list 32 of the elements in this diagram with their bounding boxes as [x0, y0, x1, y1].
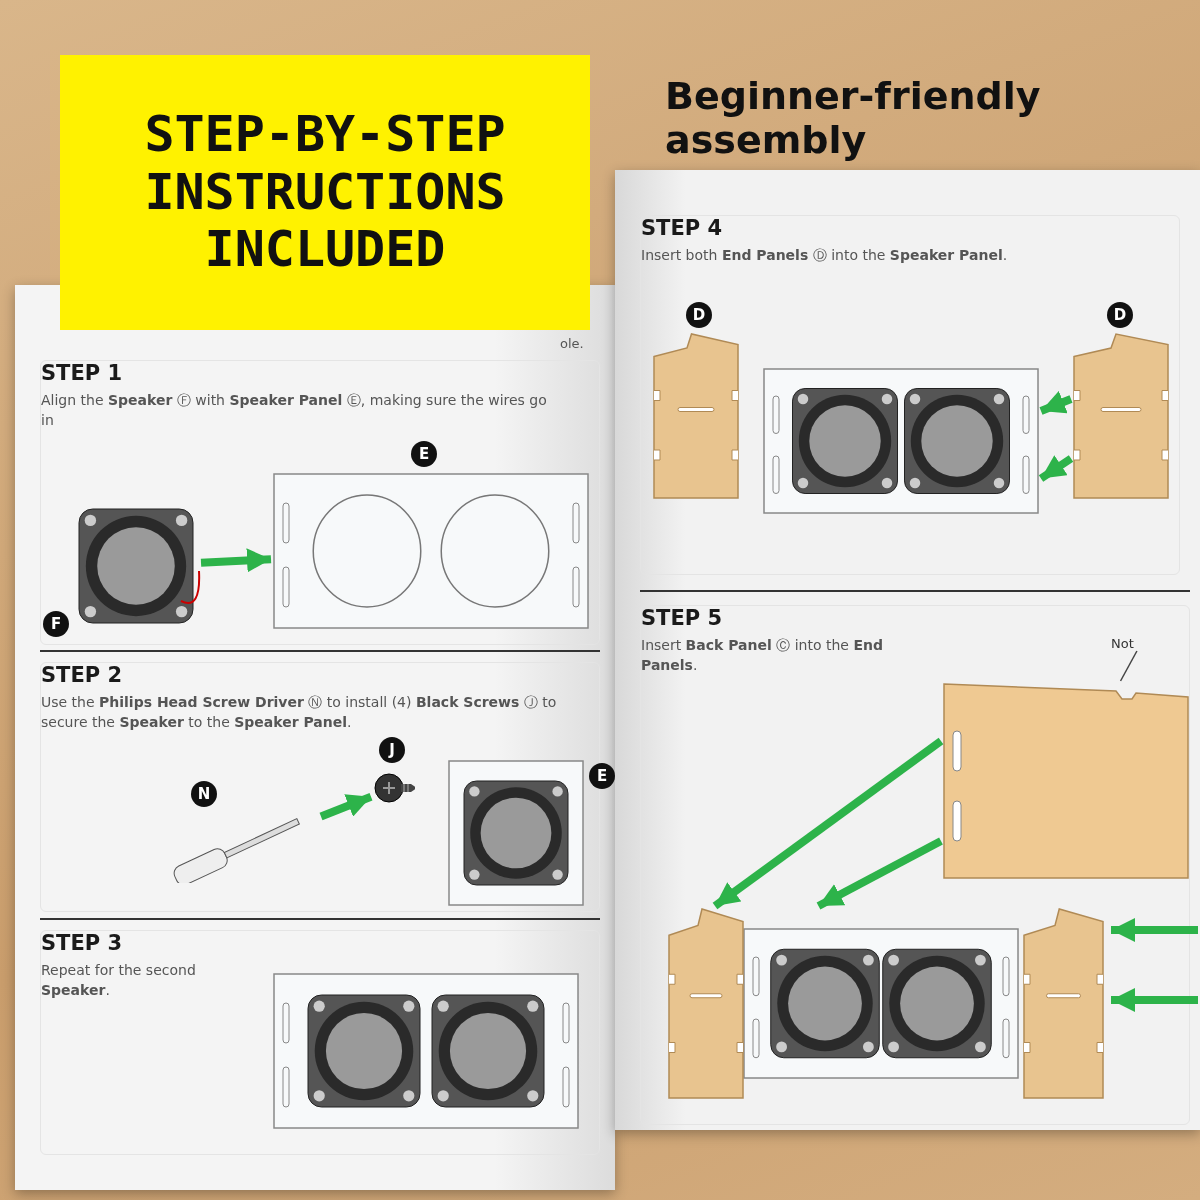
leader-line — [1119, 650, 1138, 682]
end-panel-drawing — [1071, 331, 1171, 501]
step-heading: STEP 4 — [641, 216, 724, 240]
arrow — [1039, 390, 1073, 415]
speaker-panel-drawing — [761, 366, 1041, 516]
instruction-text: ole. — [560, 336, 585, 351]
arrow — [200, 548, 272, 573]
back-panel-drawing — [941, 681, 1191, 881]
step-section — [40, 360, 600, 645]
speaker-panel-drawing — [446, 758, 586, 908]
step-section — [40, 930, 600, 1155]
instruction-text: Repeat for the second Speaker. — [41, 961, 197, 1000]
step-section — [640, 605, 1190, 1125]
arrow — [712, 737, 944, 910]
arrow — [319, 792, 373, 821]
arrow — [1038, 455, 1074, 482]
arrow — [816, 837, 943, 910]
step-section — [640, 215, 1180, 575]
note-label: Not — [1111, 636, 1171, 651]
speaker-panel-drawing — [271, 971, 581, 1131]
instruction-text: Insert both End Panels Ⓓ into the Speaker Panel. — [641, 246, 1009, 265]
speaker-panel-drawing — [271, 471, 591, 631]
banner-title: STEP-BY-STEP INSTRUCTIONS INCLUDED — [143, 106, 507, 279]
instruction-text: Align the Speaker Ⓕ with Speaker Panel Ⓔ, making sure the wires go in — [41, 391, 548, 430]
instruction-text: Use the Philips Head Screw Driver Ⓝ to install (4) Black Screws Ⓙ to secure the Speaker to the Speaker Panel. — [41, 693, 558, 732]
step-heading: STEP 2 — [41, 663, 124, 687]
instruction-text: Insert Back Panel Ⓒ into the End Panels. — [641, 636, 884, 675]
step-heading: STEP 5 — [641, 606, 724, 630]
end-panel-drawing — [651, 331, 741, 501]
headline-text: Beginner-friendly assembly — [665, 75, 1042, 163]
step-heading: STEP 3 — [41, 931, 124, 955]
step-heading: STEP 1 — [41, 361, 124, 385]
